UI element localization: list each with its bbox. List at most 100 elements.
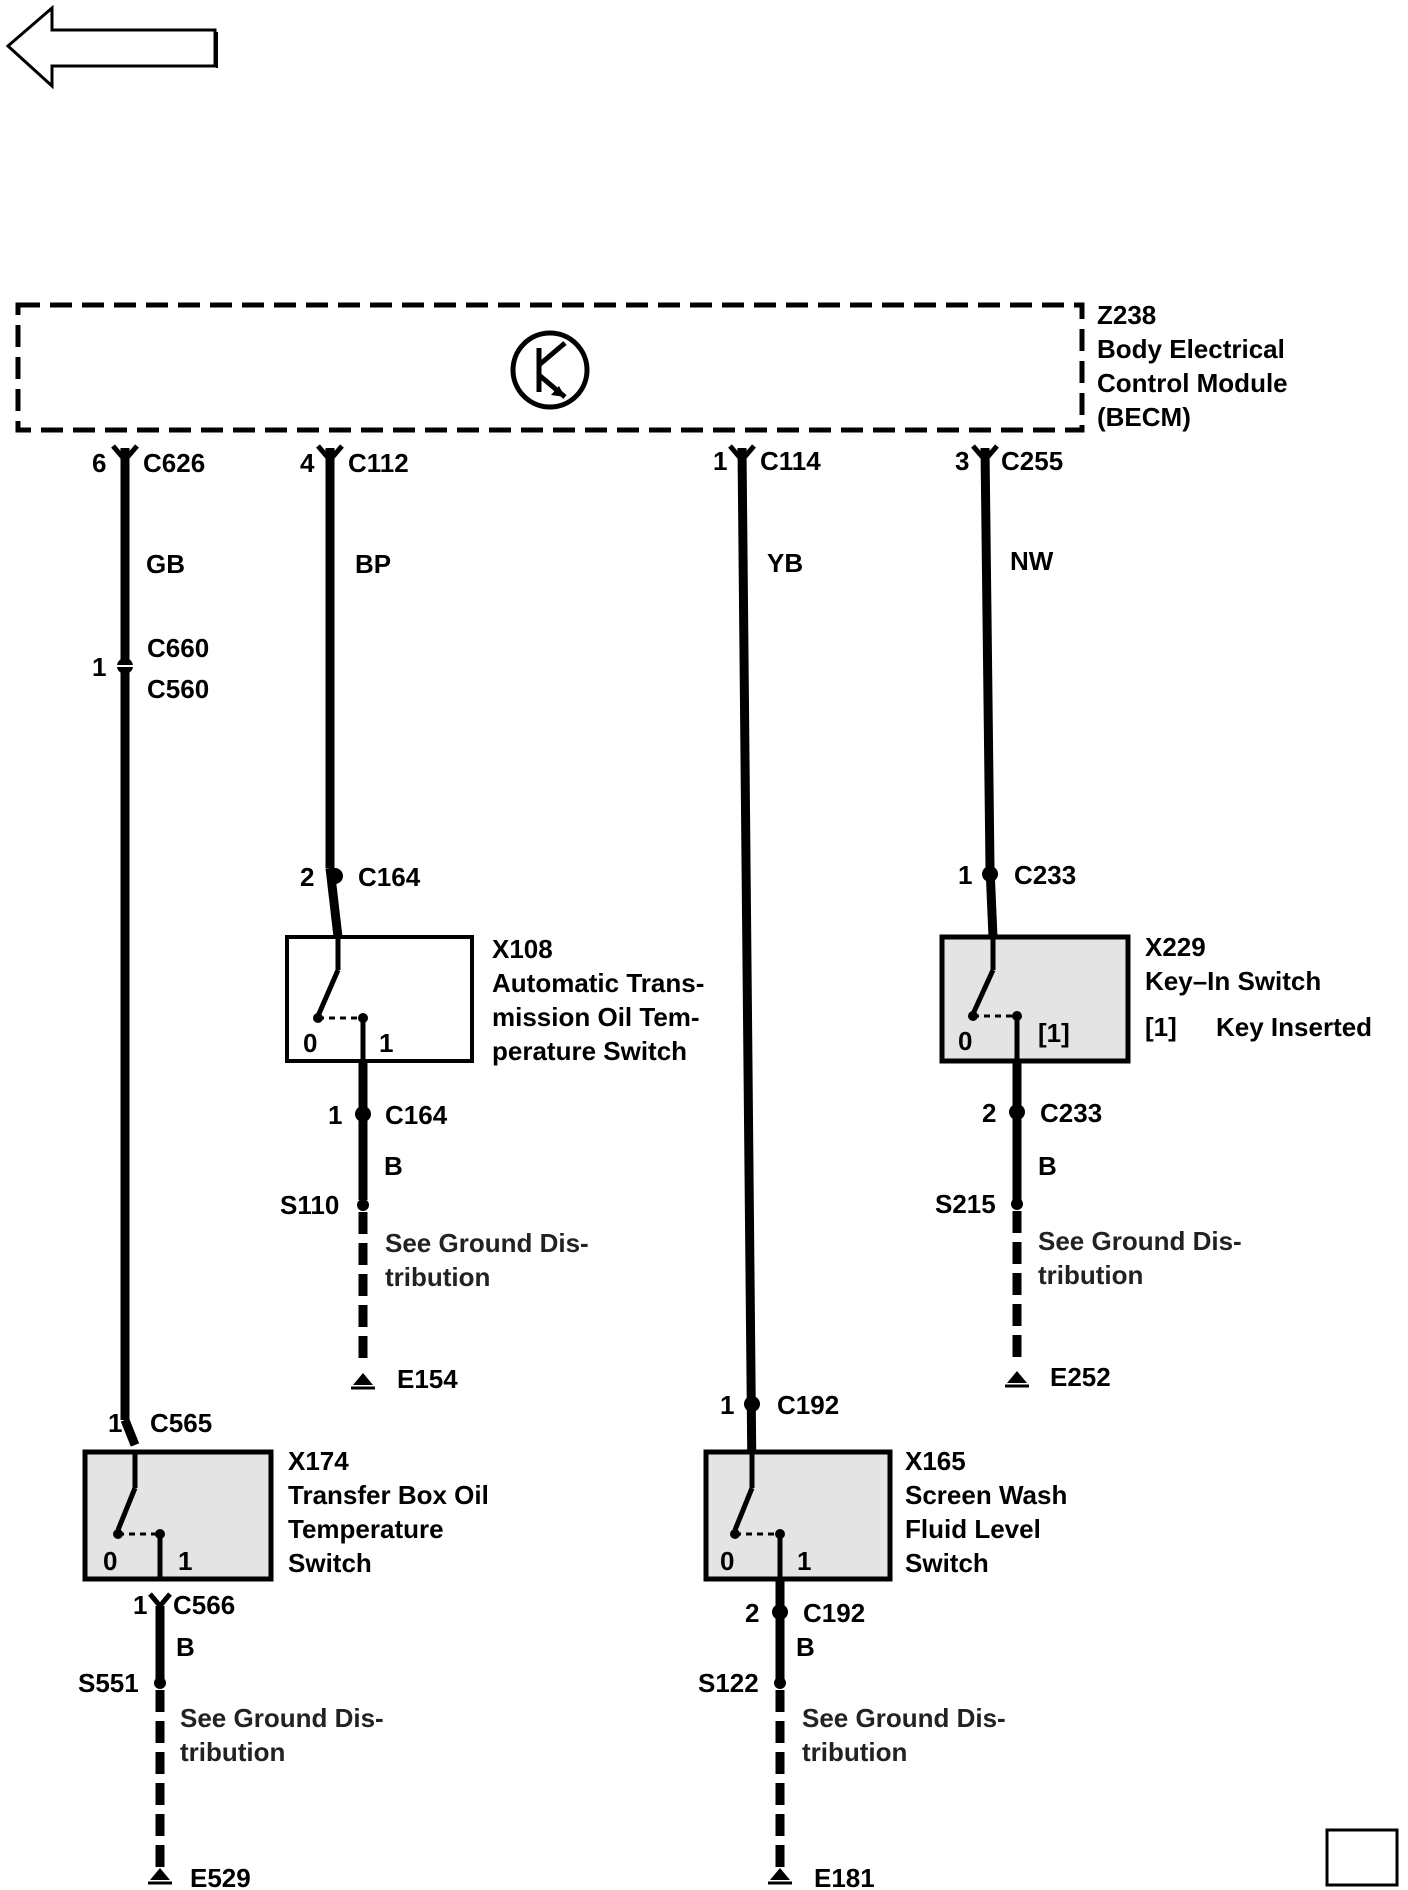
ground-icon [768,1868,792,1885]
ground-icon [351,1373,375,1390]
connector-pin-icon [971,444,999,464]
pin-c192-top: 1 [720,1390,734,1420]
s122-note-line1[interactable]: See Ground Dis- [802,1703,1006,1733]
splice-dot [154,1677,166,1689]
ground-e529: E529 [190,1863,251,1890]
ground-e154: E154 [397,1364,458,1394]
pin-c255: 3 [955,446,969,476]
x108-id: X108 [492,934,553,964]
splice-dot [1011,1198,1023,1210]
s215-note-line2[interactable]: tribution [1038,1260,1143,1290]
x174-line2: Temperature [288,1514,444,1544]
x165-pos-0: 0 [720,1546,734,1576]
connector-c233-bot: C233 [1040,1098,1102,1128]
connector-c233-top: C233 [1014,860,1076,890]
connector-pin-icon [148,1592,172,1610]
wire-b-s215: B [1038,1151,1057,1181]
wire-gb [120,448,140,1447]
connector-pin-icon [316,444,344,464]
x229-pos-1: [1] [1038,1018,1070,1048]
inline-connector-icon [327,868,343,884]
wire-b-s110: B [384,1151,403,1181]
connector-c565: C565 [150,1408,212,1438]
wire-color-gb: GB [146,549,185,579]
x108-line3: perature Switch [492,1036,687,1066]
pin-c565: 1 [108,1408,122,1438]
inline-connector-icon [1009,1104,1025,1120]
ground-e181: E181 [814,1863,875,1890]
connector-pin-icon [111,444,139,464]
module-name-line3: (BECM) [1097,402,1191,432]
connector-c626: C626 [143,448,205,478]
x165-pos-1: 1 [797,1546,811,1576]
connector-c112: C112 [348,448,409,478]
x229-pos-0: 0 [958,1026,972,1056]
inline-connector-icon [355,1106,371,1122]
ground-e252: E252 [1050,1362,1111,1392]
module-name-line1: Body Electrical [1097,334,1285,364]
x165-line3: Switch [905,1548,989,1578]
ground-icon [1005,1371,1029,1388]
s551-note-line2[interactable]: tribution [180,1737,285,1767]
pin-c566: 1 [133,1590,147,1620]
s122-note-line2[interactable]: tribution [802,1737,907,1767]
x174-id: X174 [288,1446,349,1476]
wire-color-yb: YB [767,548,803,578]
wire-nw [980,447,998,938]
module-id: Z238 [1097,300,1156,330]
connector-c164-bot: C164 [385,1100,448,1130]
x174-pos-0: 0 [103,1546,117,1576]
becm-module [15,302,1085,433]
pin-c164-bot: 1 [328,1100,342,1130]
back-arrow-icon[interactable] [5,4,218,90]
x174-pos-1: 1 [178,1546,192,1576]
ground-icon [148,1868,172,1885]
connector-c255: C255 [1001,446,1063,476]
splice-s110: S110 [280,1190,339,1220]
connector-c566: C566 [173,1590,235,1620]
x174-line3: Switch [288,1548,372,1578]
x229-note-text: Key Inserted [1216,1012,1372,1042]
connector-c660: C660 [147,633,209,663]
wire-yb [737,447,757,1481]
x229-note-key: [1] [1145,1012,1177,1042]
inline-connector-icon [982,866,998,882]
s110-note-line2[interactable]: tribution [385,1262,490,1292]
x165-id: X165 [905,1446,966,1476]
pin-c233-bot: 2 [982,1098,996,1128]
square-icon[interactable] [1325,1828,1399,1887]
x108-pos-0: 0 [303,1028,317,1058]
connector-c192-top: C192 [777,1390,839,1420]
x165-line1: Screen Wash [905,1480,1067,1510]
pin-c114: 1 [713,446,727,476]
connector-c164-top: C164 [358,862,421,892]
splice-dot [357,1199,369,1211]
wire-b-s122: B [796,1632,815,1662]
module-name-line2: Control Module [1097,368,1288,398]
s110-note-line1[interactable]: See Ground Dis- [385,1228,589,1258]
switch-x229 [939,934,1131,1064]
connector-pin-icon [728,444,756,464]
pin-c660: 1 [92,652,106,682]
pin-c164-top: 2 [300,862,314,892]
x174-line1: Transfer Box Oil [288,1480,489,1510]
x229-id: X229 [1145,932,1206,962]
switch-x165 [703,1449,893,1582]
x165-line2: Fluid Level [905,1514,1041,1544]
connector-c114: C114 [760,446,821,476]
inline-connector-icon [744,1396,760,1412]
wire-color-bp: BP [355,549,391,579]
s215-note-line1[interactable]: See Ground Dis- [1038,1226,1242,1256]
splice-s215: S215 [935,1189,996,1219]
switch-x174 [82,1449,274,1582]
pin-c233-top: 1 [958,860,972,890]
switch-x108 [285,935,474,1063]
connector-c192-bot: C192 [803,1598,865,1628]
splice-s122: S122 [698,1668,759,1698]
splice-dot [774,1677,786,1689]
splice-s551: S551 [78,1668,139,1698]
pin-c192-bot: 2 [745,1598,759,1628]
x108-line2: mission Oil Tem- [492,1002,700,1032]
transistor-icon [510,330,590,410]
s551-note-line1[interactable]: See Ground Dis- [180,1703,384,1733]
